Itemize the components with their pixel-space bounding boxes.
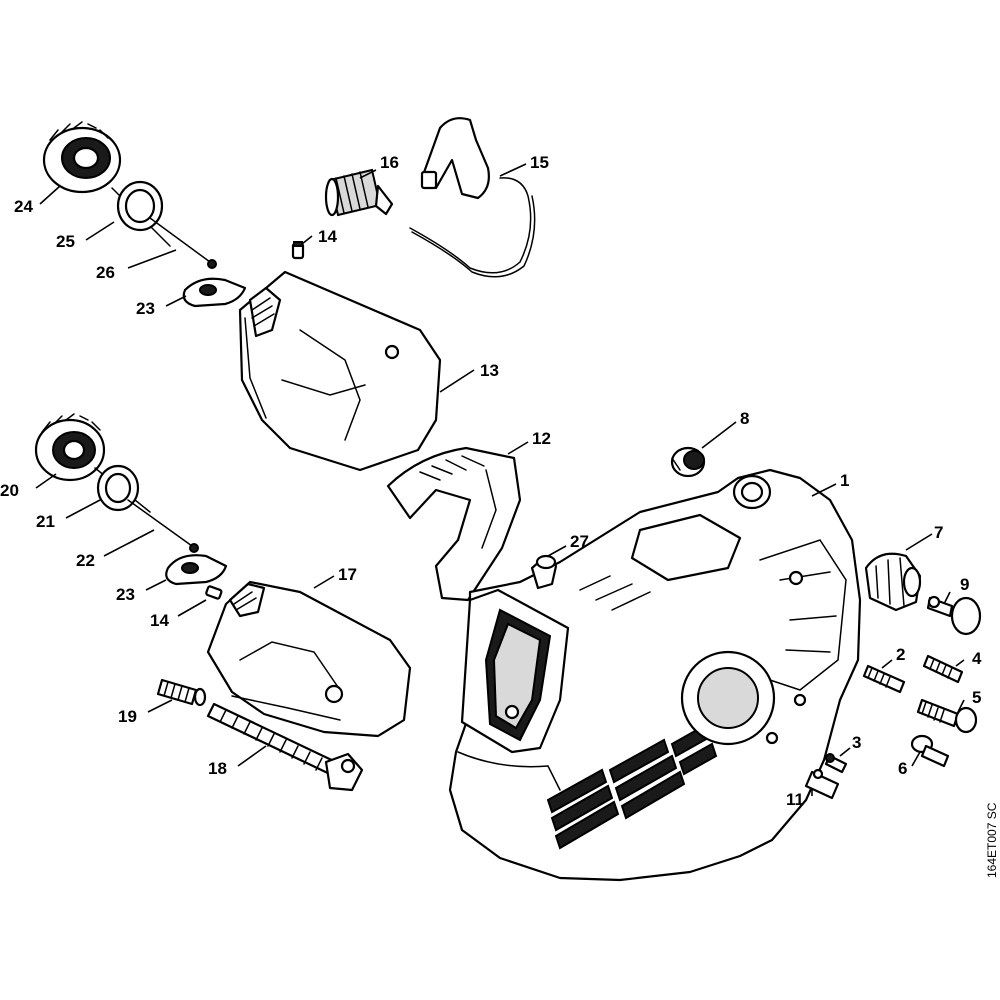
- callout-23-upper: 23: [136, 299, 155, 318]
- part-2-stud[interactable]: [862, 664, 906, 694]
- part-16-fuel-filter[interactable]: [324, 168, 394, 217]
- part-8-plug[interactable]: [670, 446, 706, 478]
- callout-26: 26: [96, 263, 115, 282]
- callout-3: 3: [852, 733, 861, 752]
- part-1-main-housing[interactable]: [448, 468, 862, 882]
- part-21-gasket[interactable]: [94, 464, 151, 513]
- callout-15: 15: [530, 153, 549, 172]
- part-17-handle-molding[interactable]: [206, 580, 412, 738]
- part-24-tank-cap[interactable]: [42, 121, 122, 194]
- callout-23-lower: 23: [116, 585, 135, 604]
- part-22-cord[interactable]: [127, 499, 199, 553]
- part-18-spring-rod[interactable]: [206, 702, 364, 792]
- callout-12: 12: [532, 429, 551, 448]
- part-11-bushing[interactable]: [804, 768, 840, 800]
- callout-5: 5: [972, 688, 981, 707]
- part-23-retainer-upper[interactable]: [182, 277, 247, 308]
- callout-22: 22: [76, 551, 95, 570]
- part-3-screw[interactable]: [824, 753, 848, 774]
- part-12-baffle[interactable]: [386, 446, 522, 602]
- part-7-grommet[interactable]: [864, 552, 922, 612]
- callout-16: 16: [380, 153, 399, 172]
- part-14-screw-upper[interactable]: [291, 241, 305, 260]
- part-26-cord[interactable]: [149, 217, 217, 269]
- callout-7: 7: [934, 523, 943, 542]
- part-13-handle-housing[interactable]: [238, 270, 442, 472]
- callout-17: 17: [338, 565, 357, 584]
- callout-19: 19: [118, 707, 137, 726]
- part-14-screw-lower[interactable]: [205, 585, 223, 600]
- callout-6: 6: [898, 759, 907, 778]
- callout-1: 1: [840, 471, 849, 490]
- cooling-grille: [546, 724, 718, 850]
- part-9-cap-plug[interactable]: [926, 595, 982, 636]
- callout-24: 24: [14, 197, 33, 216]
- callout-14-upper: 14: [318, 227, 337, 246]
- callout-2: 2: [896, 645, 905, 664]
- part-25-gasket[interactable]: [111, 180, 171, 247]
- callout-8: 8: [740, 409, 749, 428]
- drawing-reference: 164ET007 SC: [985, 802, 999, 878]
- part-4-stud[interactable]: [922, 654, 964, 684]
- part-23-retainer-lower[interactable]: [165, 554, 228, 586]
- callouts: 24 25 26 23 14 16 15 13 12 20 21 22 23 1…: [0, 153, 982, 809]
- callout-9: 9: [960, 575, 969, 594]
- part-19-sleeve[interactable]: [156, 678, 207, 707]
- part-6-screw[interactable]: [910, 734, 950, 768]
- callout-14-lower: 14: [150, 611, 169, 630]
- callout-27: 27: [570, 532, 589, 551]
- part-27-damper[interactable]: [530, 554, 558, 590]
- part-20-tank-cap[interactable]: [34, 413, 106, 482]
- part-15-fuel-hose[interactable]: [409, 117, 536, 278]
- callout-4: 4: [972, 649, 982, 668]
- callout-13: 13: [480, 361, 499, 380]
- part-5-collar-screw[interactable]: [916, 698, 978, 734]
- callout-11: 11: [786, 790, 804, 809]
- callout-25: 25: [56, 232, 75, 251]
- callout-18: 18: [208, 759, 227, 778]
- leader-lines: [35, 163, 965, 796]
- callout-20: 20: [0, 481, 19, 500]
- callout-21: 21: [36, 512, 55, 531]
